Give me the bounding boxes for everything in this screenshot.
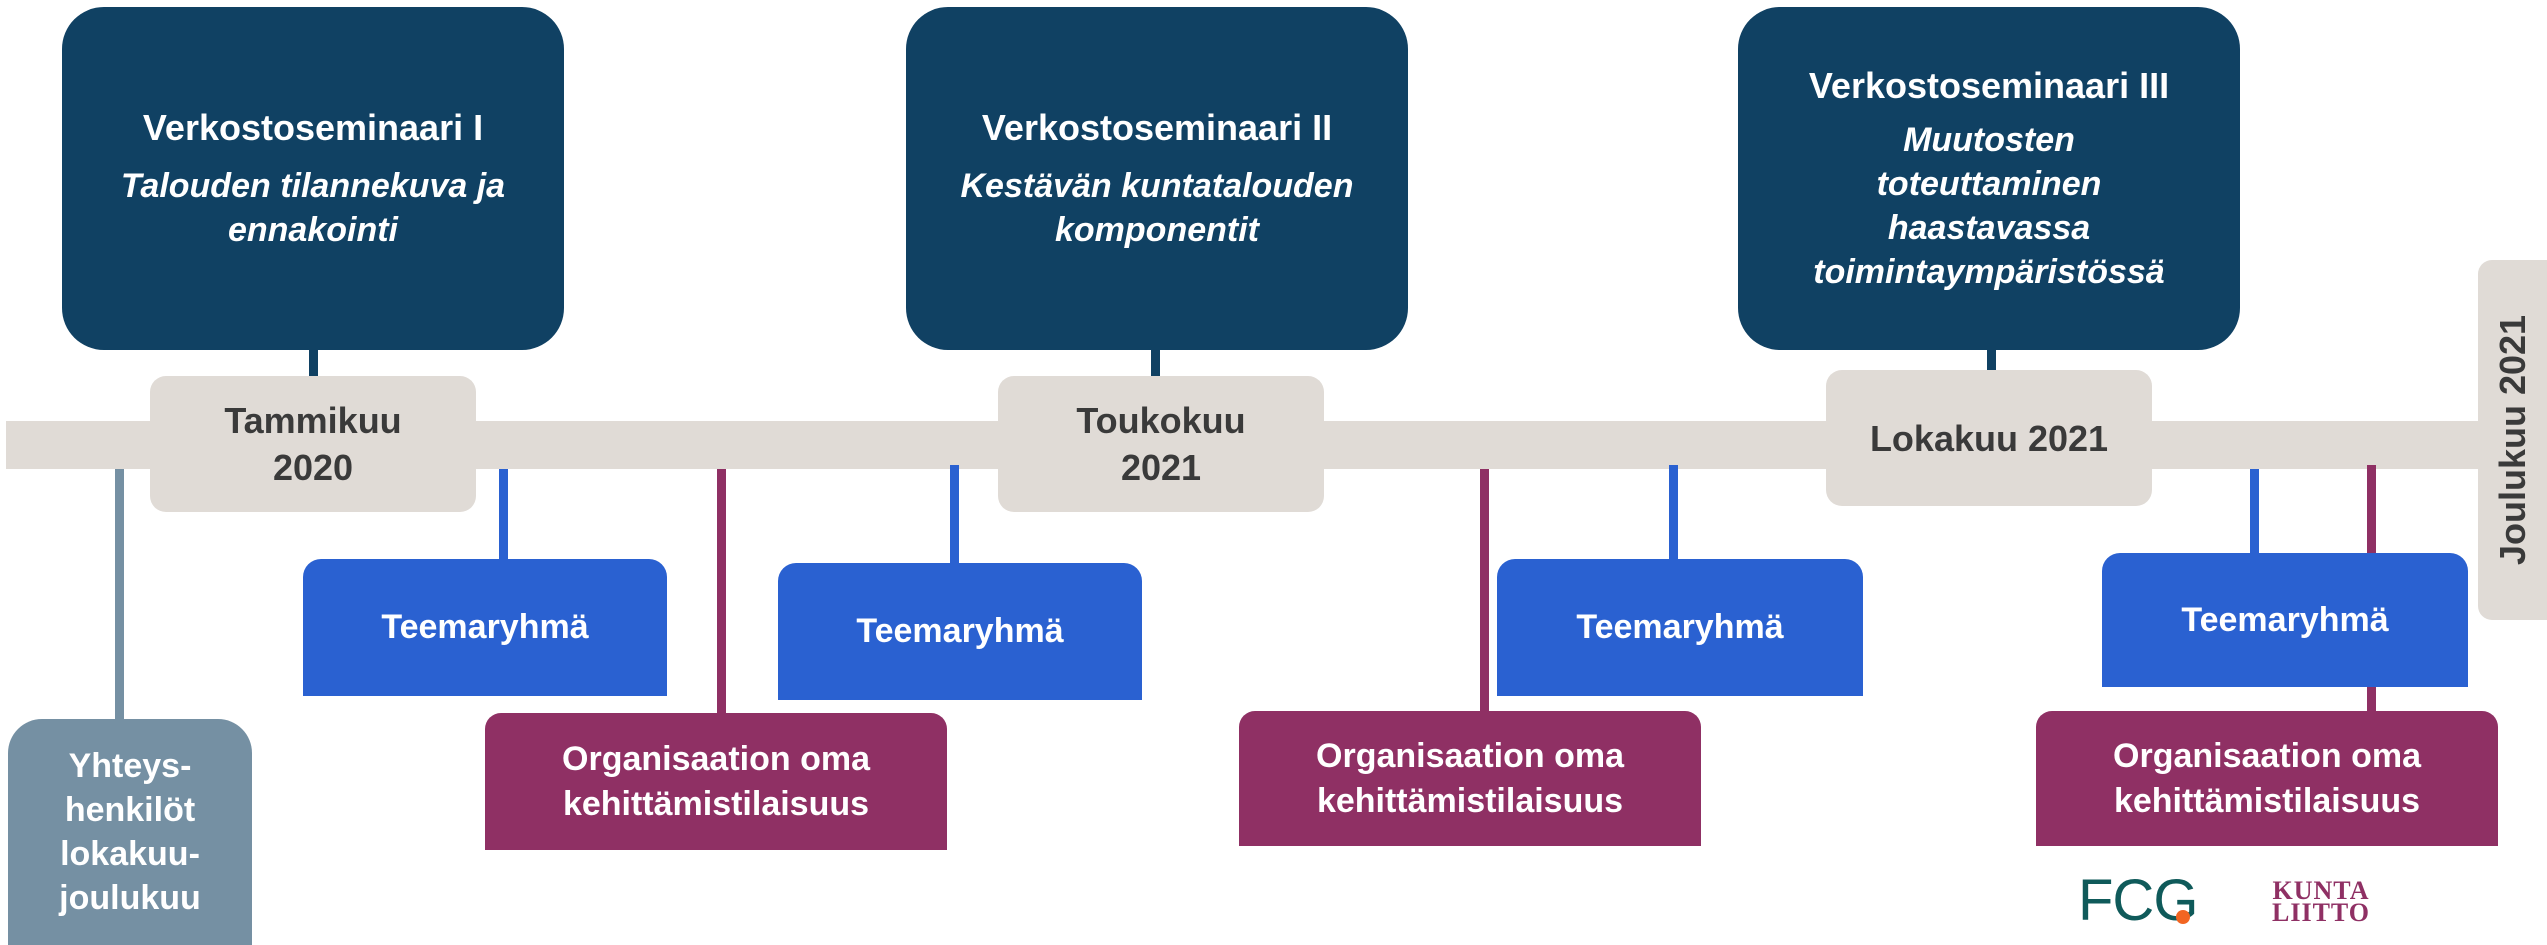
org-event-3: Organisaation oma kehittämistilaisuus: [2036, 711, 2498, 846]
fcg-logo-dot: [2176, 910, 2190, 924]
connector-org-1: [717, 469, 726, 713]
theme-group-2: Teemaryhmä: [778, 563, 1142, 700]
connector-team-4: [2250, 469, 2259, 553]
connector-team-3: [1669, 465, 1678, 559]
connector-seminar-1: [309, 348, 318, 378]
connector-seminar-3: [1987, 348, 1996, 370]
connector-team-1: [499, 469, 508, 559]
theme-group-4: Teemaryhmä: [2102, 553, 2468, 687]
kuntaliitto-logo: KUNTA LIITTO: [2266, 876, 2376, 930]
contacts-box: Yhteys- henkilöt lokakuu- joulukuu: [8, 719, 252, 945]
seminar-box-1: Verkostoseminaari I Talouden tilannekuva…: [62, 7, 564, 350]
kuntaliitto-logo-line1: KUNTA: [2272, 876, 2370, 905]
date-label-may-2021: Toukokuu 2021: [998, 376, 1324, 512]
seminar-subtitle: Kestävän kuntatalouden komponentit: [960, 166, 1354, 249]
theme-group-1: Teemaryhmä: [303, 559, 667, 696]
theme-group-3: Teemaryhmä: [1497, 559, 1863, 696]
org-event-1: Organisaation oma kehittämistilaisuus: [485, 713, 947, 850]
date-label-dec-2021: Joulukuu 2021: [2478, 260, 2547, 620]
kuntaliitto-logo-line2: LIITTO: [2271, 898, 2370, 927]
date-label-text: Joulukuu 2021: [2491, 314, 2533, 566]
date-label-oct-2021: Lokakuu 2021: [1826, 370, 2152, 506]
seminar-title: Verkostoseminaari I: [142, 106, 484, 148]
org-event-2: Organisaation oma kehittämistilaisuus: [1239, 711, 1701, 846]
date-label-jan-2020: Tammikuu 2020: [150, 376, 476, 512]
connector-seminar-2: [1151, 348, 1160, 378]
seminar-title: Verkostoseminaari II: [981, 106, 1333, 148]
connector-team-2: [950, 465, 959, 563]
seminar-box-2: Verkostoseminaari II Kestävän kuntatalou…: [906, 7, 1408, 350]
seminar-title: Verkostoseminaari III: [1808, 64, 2170, 106]
seminar-subtitle: Muutosten toteuttaminen haastavassa toim…: [1813, 120, 2165, 291]
seminar-box-3: Verkostoseminaari III Muutosten toteutta…: [1738, 7, 2240, 350]
seminar-subtitle: Talouden tilannekuva ja ennakointi: [120, 166, 506, 249]
fcg-logo: FCG: [2078, 872, 2198, 934]
connector-contacts: [115, 469, 124, 719]
connector-org-2: [1480, 469, 1489, 711]
